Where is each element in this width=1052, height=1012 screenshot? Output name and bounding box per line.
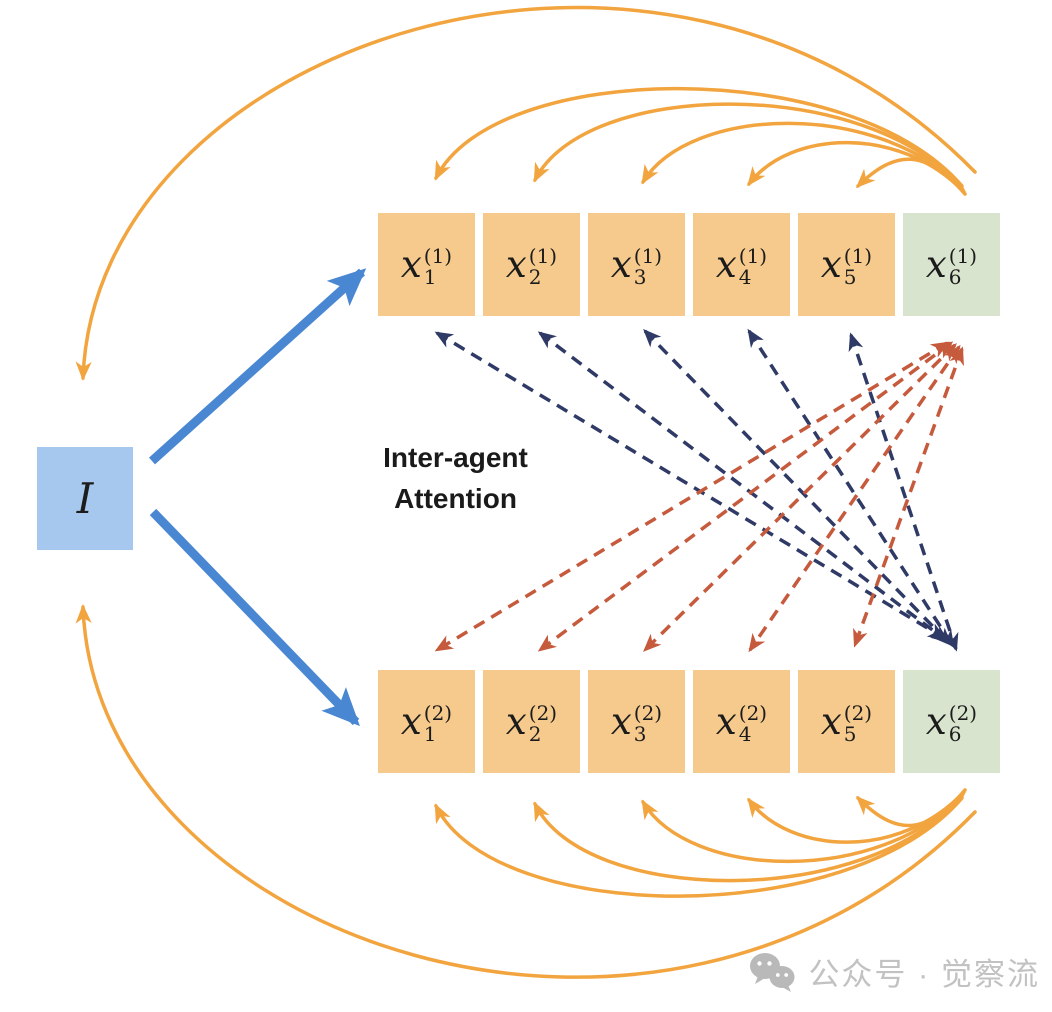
token-sup: (2) <box>528 701 558 726</box>
token-sup: (2) <box>633 701 663 726</box>
input-arrows <box>148 268 367 727</box>
watermark: 公众号 · 觉察流 <box>748 949 1040 994</box>
token-sub: 4 <box>738 264 752 289</box>
token-box-a2-x6: x(2)6 <box>903 670 1000 773</box>
token-box-a1-x3: x(1)3 <box>588 213 685 316</box>
arc-x6a1-to-x1a1 <box>434 86 964 188</box>
token-box-a1-x6: x(1)6 <box>903 213 1000 316</box>
token-box-a2-x5: x(2)5 <box>798 670 895 773</box>
token-var: x <box>505 243 527 286</box>
arrow-input-to-agent1 <box>148 268 367 465</box>
intra-agent-arcs-top <box>75 5 977 381</box>
arc-x6a2-to-x3a2 <box>641 792 965 864</box>
token-box-a2-x1: x(2)1 <box>378 670 475 773</box>
inter-agent-attention-label: Inter-agent Attention <box>348 438 563 519</box>
token-sup: (2) <box>843 701 873 726</box>
arc-x6a2-to-x2a2 <box>533 794 964 883</box>
token-box-a1-x2: x(1)2 <box>483 213 580 316</box>
token-sup: (2) <box>738 701 768 726</box>
arc-x6a1-to-x2a1 <box>533 102 964 190</box>
token-var: x <box>610 243 632 286</box>
token-sub: 2 <box>528 721 542 746</box>
token-sub: 2 <box>528 264 542 289</box>
token-box-a1-x5: x(1)5 <box>798 213 895 316</box>
token-box-a2-x3: x(2)3 <box>588 670 685 773</box>
token-sup: (2) <box>948 701 978 726</box>
arc-x6a2-to-x5a2 <box>855 788 967 828</box>
watermark-text: 公众号 · 觉察流 <box>808 957 1040 992</box>
label-line1: Inter-agent <box>383 442 528 473</box>
token-box-a2-x2: x(2)2 <box>483 670 580 773</box>
token-var: x <box>820 243 842 286</box>
token-var: x <box>505 700 527 743</box>
token-sub: 3 <box>633 264 647 289</box>
token-sub: 6 <box>948 264 962 289</box>
dash-x5a1-x6a2 <box>848 332 959 652</box>
token-var: x <box>925 700 947 743</box>
inter-agent-red-arrows <box>434 341 964 653</box>
token-sub: 5 <box>843 721 857 746</box>
dash-x6a1-x3a2 <box>643 343 957 652</box>
token-sub: 5 <box>843 264 857 289</box>
arc-x6a1-to-x3a1 <box>641 121 965 192</box>
arc-x6a2-to-input <box>75 604 977 979</box>
token-box-a1-x4: x(1)4 <box>693 213 790 316</box>
token-sup: (1) <box>843 244 873 269</box>
dash-x3a1-x6a2 <box>643 329 952 646</box>
token-sup: (1) <box>528 244 558 269</box>
arc-x6a1-to-input <box>75 5 977 381</box>
arrow-input-to-agent2 <box>149 508 360 727</box>
token-var: x <box>400 243 422 286</box>
token-sub: 1 <box>423 264 437 289</box>
wechat-icon <box>750 952 795 992</box>
token-sub: 3 <box>633 721 647 746</box>
token-sup: (1) <box>738 244 768 269</box>
label-line2: Attention <box>394 482 517 514</box>
token-sub: 4 <box>738 721 752 746</box>
token-box-a2-x4: x(2)4 <box>693 670 790 773</box>
token-sup: (1) <box>633 244 663 269</box>
token-box-a1-x1: x(1)1 <box>378 213 475 316</box>
token-var: x <box>400 700 422 743</box>
token-var: x <box>820 700 842 743</box>
arc-x6a2-to-x1a2 <box>434 796 964 898</box>
token-sup: (2) <box>423 701 453 726</box>
token-sub: 6 <box>948 721 962 746</box>
input-label: I <box>76 473 94 523</box>
token-sup: (1) <box>423 244 453 269</box>
token-var: x <box>715 700 737 743</box>
arc-x6a1-to-x5a1 <box>855 157 967 196</box>
dash-x6a1-x5a2 <box>853 346 964 648</box>
token-var: x <box>715 243 737 286</box>
token-sub: 1 <box>423 721 437 746</box>
token-var: x <box>925 243 947 286</box>
token-var: x <box>610 700 632 743</box>
token-sup: (1) <box>948 244 978 269</box>
intra-agent-arcs-bottom <box>75 604 977 979</box>
input-box: I <box>37 447 133 550</box>
